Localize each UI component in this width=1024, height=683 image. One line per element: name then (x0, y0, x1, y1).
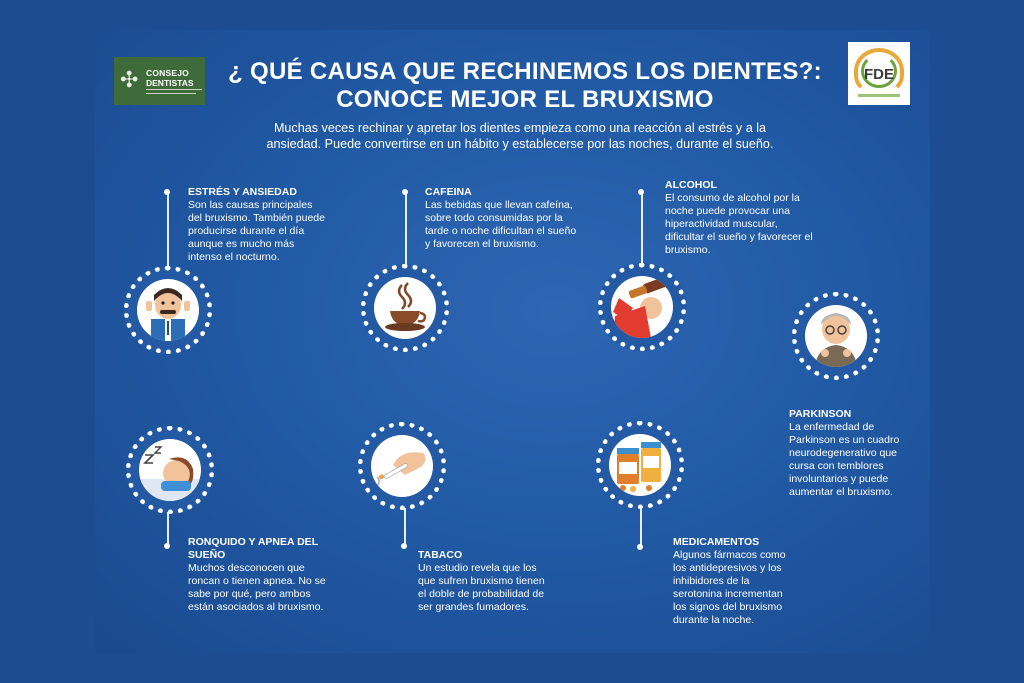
text-line: neurodegenerativo que (789, 447, 898, 459)
connector-line (641, 192, 643, 272)
page-title-line2: CONOCE MEJOR EL BRUXISMO (336, 86, 714, 113)
sleeping-person-illustration (126, 426, 214, 514)
text-line: noche puede provocar una (665, 205, 790, 217)
illustration-inner (805, 305, 867, 367)
text-line: La enfermedad de (789, 421, 875, 433)
text-line: tarde o noche dificultan el sueño (425, 225, 577, 237)
connector-dot (164, 543, 170, 549)
drinking-man-illustration (598, 263, 686, 351)
text-line: sobre todo consumidas por la (425, 212, 563, 224)
text-line: ser grandes fumadores. (418, 601, 529, 613)
text-line: hiperactividad muscular, (665, 218, 778, 230)
tabaco-title: TABACO (418, 549, 463, 561)
text-line: del bruxismo. También puede (188, 212, 325, 224)
text-line: inhibidores de la (673, 575, 750, 587)
pill-bottles-illustration (596, 421, 684, 509)
medicamentos-title: MEDICAMENTOS (673, 536, 760, 548)
parkinson-text: La enfermedad de Parkinson es un cuadro … (789, 421, 899, 499)
medicamentos-text: Algunos fármacos como los antidepresivos… (673, 549, 786, 627)
title-line: SUEÑO (188, 549, 226, 561)
text-line: Las bebidas que llevan cafeína, (425, 199, 573, 211)
alcohol-title: ALCOHOL (665, 179, 717, 191)
coffee-cup-illustration (361, 264, 449, 352)
tooth-inner-icon (861, 54, 897, 88)
intro-line1: Muchas veces rechinar y apretar los dien… (273, 121, 767, 135)
connector-dot (638, 189, 644, 195)
illustration-inner (139, 439, 201, 501)
illustration-inner (137, 279, 199, 341)
text-line: que sufren bruxismo tienen (418, 575, 545, 587)
estres-text: Son las causas principales del bruxismo.… (188, 199, 325, 264)
text-line: y favorecen el bruxismo. (425, 238, 539, 250)
connector-dot (401, 543, 407, 549)
estres-title: ESTRÉS Y ANSIEDAD (188, 186, 297, 198)
text-line: los signos del bruxismo (673, 601, 783, 613)
text-line: el doble de probabilidad de (418, 588, 545, 600)
text-line: están asociados al bruxismo. (188, 601, 324, 613)
pill-bottles-icon (617, 442, 661, 492)
connector-line (167, 512, 169, 546)
title-line: RONQUIDO Y APNEA DEL (188, 536, 319, 548)
illustration-inner (374, 277, 436, 339)
stressed-man-illustration (124, 266, 212, 354)
infographic-panel (95, 30, 930, 653)
text-line: serotonina incrementan (673, 588, 783, 600)
text-line: sabe por qué, pero ambos (188, 588, 311, 600)
connector-line (405, 192, 407, 274)
text-line: aumentar el bruxismo. (789, 486, 893, 498)
illustration-inner (371, 435, 433, 497)
stressed-man-icon (146, 288, 190, 341)
logo-text-line1: CONSEJO (146, 68, 189, 78)
consejo-emblem-icon: ✣ (120, 67, 139, 92)
connector-line (167, 192, 169, 274)
text-line: Son las causas principales (188, 199, 313, 211)
text-line: roncan o tienen apnea. No se (188, 575, 326, 587)
intro-line2: ansiedad. Puede convertirse en un hábito… (266, 137, 774, 151)
connector-line (640, 507, 642, 547)
fde-logo-text: FDE (864, 66, 894, 83)
cigarette-hand-illustration (358, 422, 446, 510)
text-line: cursa con temblores (789, 460, 884, 472)
page-title-line1: ¿ QUÉ CAUSA QUE RECHINEMOS LOS DIENTES?: (228, 58, 822, 85)
text-line: Algunos fármacos como (673, 549, 786, 561)
text-line: Muchos desconocen que (188, 562, 305, 574)
illustration-inner (611, 276, 673, 338)
logo-subline (146, 93, 196, 94)
text-line: producirse durante el día (188, 225, 305, 237)
logo-text-line2: DENTISTAS (146, 78, 194, 88)
ronquido-text: Muchos desconocen que roncan o tienen ap… (188, 562, 326, 614)
consejo-dentistas-logo: ✣ CONSEJO DENTISTAS (114, 57, 205, 105)
fde-logo: FDE (848, 42, 910, 105)
connector-line (404, 508, 406, 546)
text-line: Parkinson es un cuadro (789, 434, 900, 446)
connector-dot (402, 189, 408, 195)
sleeping-person-icon (139, 446, 201, 501)
alcohol-bottle-icon (613, 276, 670, 338)
cigarette-icon (376, 452, 426, 488)
tooth-outline-icon (854, 48, 904, 94)
text-line: intenso el nocturno. (188, 251, 280, 263)
alcohol-text: El consumo de alcohol por la noche puede… (665, 192, 813, 257)
text-line: bruxismo. (665, 244, 711, 256)
text-line: aunque es mucho más (188, 238, 295, 250)
text-line: dificultar el sueño y favorecer el (665, 231, 813, 243)
parkinson-title: PARKINSON (789, 408, 852, 420)
elderly-person-icon (815, 313, 857, 367)
cafeina-text: Las bebidas que llevan cafeína, sobre to… (425, 199, 576, 251)
coffee-cup-icon (385, 282, 427, 331)
logo-subline (146, 89, 202, 90)
text-line: Un estudio revela que los (418, 562, 537, 574)
connector-dot (164, 189, 170, 195)
fde-logo-underline (858, 94, 900, 97)
ronquido-title: RONQUIDO Y APNEA DEL SUEÑO (188, 536, 318, 562)
connector-dot (637, 544, 643, 550)
text-line: los antidepresivos y los (673, 562, 782, 574)
text-line: durante la noche. (673, 614, 755, 626)
tabaco-text: Un estudio revela que los que sufren bru… (418, 562, 545, 614)
text-line: El consumo de alcohol por la (665, 192, 800, 204)
elderly-person-illustration (792, 292, 880, 380)
cafeina-title: CAFEINA (425, 186, 472, 198)
text-line: involuntarios y puede (789, 473, 889, 485)
illustration-inner (609, 434, 671, 496)
